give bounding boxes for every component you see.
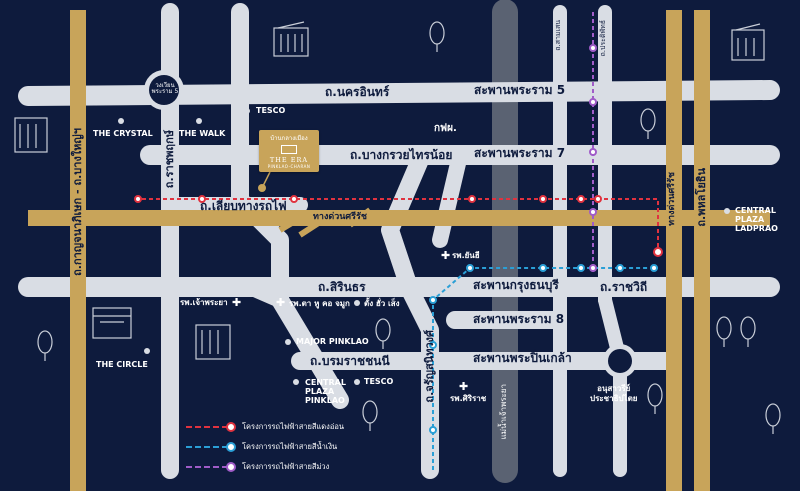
place-label-the-circle: THE CIRCLE	[96, 360, 148, 369]
road-label-ratchawithi: ถ.ราชวิถี	[600, 280, 648, 294]
project-tagline: PINKLAO-CHARAN	[267, 164, 311, 169]
blue-line	[432, 267, 658, 470]
project-logo-icon	[281, 145, 297, 154]
place-label-tesco-top: TESCO	[256, 106, 286, 115]
project-thai-name: บ้านกลางเมือง	[270, 135, 308, 142]
road-charan	[381, 151, 439, 479]
roads	[18, 3, 780, 479]
place-label-crystal: THE CRYSTAL	[93, 129, 153, 138]
building-icons	[14, 21, 765, 360]
legend-red-label: โครงการรถไฟฟ้าสายสีแดงอ่อน	[242, 422, 344, 431]
place-label-tang-hua-seng: ตั้ง ฮั่ว เส็ง	[364, 299, 400, 308]
gold-roads	[28, 10, 770, 491]
cross-icon-siriraj: ✚	[459, 380, 469, 393]
legend-blue-label: โครงการรถไฟฟ้าสายสีน้ำเงิน	[242, 442, 338, 451]
place-label-victory-monument: อนุสาวรีย์ ประชาธิปไตย	[590, 384, 638, 403]
road-label-phahonyothin: ถ.พหลโยธิน	[695, 168, 708, 227]
river-label: แม่น้ำเจ้าพระยา	[499, 384, 508, 440]
purple-stations	[589, 44, 597, 272]
poi-dot-central-pinklao	[293, 379, 299, 385]
poi-dot-major-pinklao	[285, 339, 291, 345]
place-label-hosp-siriraj: รพ.ศิริราช	[450, 394, 487, 403]
tree-icons	[37, 21, 781, 434]
legend-blue-line	[186, 446, 228, 448]
legend-purple-label: โครงการรถไฟฟ้าสายสีม่วง	[242, 462, 330, 471]
bridge-label-pinklao: สะพานพระปิ่นเกล้า	[473, 351, 572, 365]
road-label-bang-kruai: ถ.บางกรวยไทรน้อย	[350, 148, 453, 162]
bridge-label-krungthon: สะพานกรุงธนบุรี	[473, 278, 559, 292]
place-label-tesco-bottom: TESCO	[364, 377, 394, 386]
bridge-label-rama7: สะพานพระราม 7	[474, 146, 566, 160]
poi-dot-the-circle	[144, 348, 150, 354]
road-label-charan: ถ.จรัญสนิทวงศ์	[423, 330, 436, 403]
bridge-label-rama5: สะพานพระราม 5	[474, 83, 566, 97]
place-label-central-ladprao: CENTRAL PLAZA LADPRAO	[735, 206, 778, 234]
road-label-expressway: ทางด่วนศรีรัช	[313, 212, 367, 222]
road-label-boromratchachonnani: ถ.บรมราชชนนี	[310, 354, 390, 368]
legend-purple-line	[186, 466, 228, 468]
legend-red-line	[186, 426, 228, 428]
poi-dot-crystal	[118, 118, 124, 124]
bridge-label-rama8: สะพานพระราม 8	[473, 312, 565, 326]
road-sirindhorn-left	[242, 279, 288, 308]
legend-item-blue: โครงการรถไฟฟ้าสายสีน้ำเงิน	[186, 441, 337, 453]
road-left2	[231, 3, 349, 409]
place-label-walk: THE WALK	[179, 129, 226, 138]
project-brand: THE ERA	[269, 156, 309, 164]
road-label-samsen: ถ.สามเสน	[554, 20, 562, 51]
place-label-kph: กฟผ.	[434, 123, 457, 134]
poi-dot-walk	[196, 118, 202, 124]
road-nakhon-in	[18, 80, 780, 106]
poi-dot-tesco-bottom	[354, 379, 360, 385]
place-label-central-pinklao: CENTRAL PLAZA PINKLAO	[305, 378, 346, 406]
poi-dot-central-ladprao	[724, 208, 730, 214]
poi-dot-tesco-top	[244, 108, 250, 114]
blue-stations	[429, 264, 658, 434]
cross-icon-eye: ✚	[276, 296, 286, 309]
place-label-hosp-chaophraya: รพ.เจ้าพระยา	[180, 298, 228, 307]
road-label-nakhon-in: ถ.นครอินทร์	[325, 85, 390, 99]
cross-icon-yanhee: ✚	[441, 249, 451, 262]
project-card[interactable]: บ้านกลางเมือง THE ERA PINKLAO-CHARAN	[259, 130, 319, 172]
road-diag	[432, 147, 468, 248]
road-label-ratchaphruek-left: ถ.กาญจนาภิเษก - ถ.บางใหญ่ฯ	[71, 128, 84, 276]
red-stations	[134, 195, 663, 257]
place-label-hosp-yanhee: รพ.ยันฮี	[452, 251, 480, 260]
cross-icon-chaophraya: ✚	[232, 296, 242, 309]
legend-item-purple: โครงการรถไฟฟ้าสายสีม่วง	[186, 461, 329, 473]
road-label-kamphaeng-phet: ทางด่วนศรีรัช	[667, 172, 677, 226]
legend-item-red: โครงการรถไฟฟ้าสายสีแดงอ่อน	[186, 421, 344, 433]
road-label-siang-tang-rotfai: ถ.เลียบทางรถไฟ	[200, 199, 287, 213]
poi-dot-tang-hua-seng	[354, 300, 360, 306]
road-label-pradipat: ถ.ประดิพัทธ์	[599, 20, 607, 57]
place-label-major-pinklao: MAJOR PINKLAO	[296, 337, 369, 346]
place-label-hosp-eye: รพ.ตา หู คอ จมูก	[289, 299, 350, 308]
road-label-ratchaphruek: ถ.ราชพฤกษ์	[163, 130, 176, 189]
place-label-circle-top: วงเวียนพระราม 5	[151, 82, 179, 95]
road-label-sirindhorn: ถ.สิรินธร	[318, 280, 366, 294]
